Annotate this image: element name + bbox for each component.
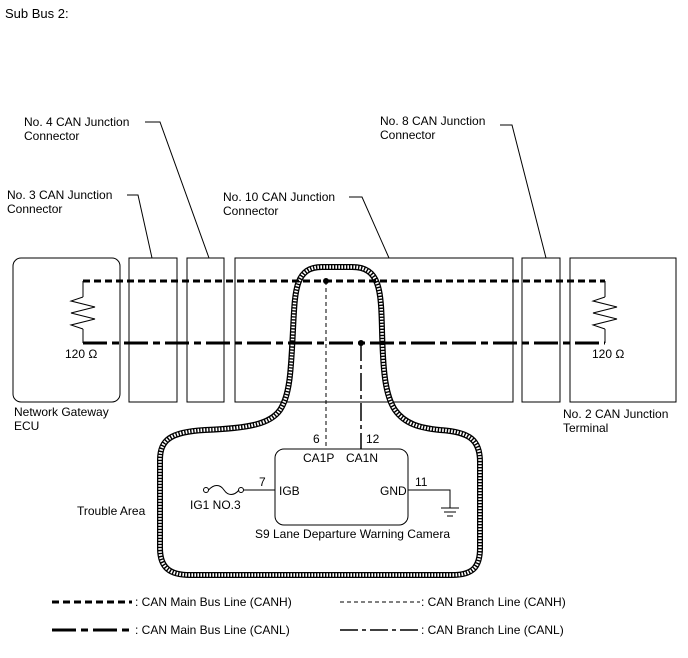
pin-ca1p-label: CA1P xyxy=(303,451,334,465)
legend-main-canh-label: : CAN Main Bus Line (CANH) xyxy=(135,595,292,609)
jc4-label-line2: Connector xyxy=(24,129,79,143)
fuse-label: IG1 NO.3 xyxy=(190,498,241,512)
gateway-label-line1: Network Gateway xyxy=(14,405,109,419)
jc4-leader-line xyxy=(145,121,210,259)
pin-igb-number: 7 xyxy=(259,475,266,489)
legend-main-canl-label: : CAN Main Bus Line (CANL) xyxy=(135,623,290,637)
jc10-label-line1: No. 10 CAN Junction xyxy=(223,190,335,204)
fuse-icon xyxy=(203,485,244,495)
resistor-right xyxy=(591,281,618,343)
jc10-leader-line xyxy=(349,196,390,259)
pin-gnd-label: GND xyxy=(380,484,407,498)
jc3-label-line1: No. 3 CAN Junction xyxy=(7,188,112,202)
jc3-leader-line xyxy=(127,194,153,259)
legend-branch-canl-label: : CAN Branch Line (CANL) xyxy=(421,623,564,637)
legend-branch-canh-label: : CAN Branch Line (CANH) xyxy=(421,595,566,609)
jc3-label-line2: Connector xyxy=(7,202,62,216)
no2-junction-terminal-box xyxy=(569,257,677,403)
diagram-title: Sub Bus 2: xyxy=(5,6,69,21)
pin-gnd-number: 11 xyxy=(415,475,428,489)
network-gateway-ecu-box xyxy=(12,257,121,403)
camera-name: S9 Lane Departure Warning Camera xyxy=(255,527,450,541)
pin-igb-label: IGB xyxy=(279,484,300,498)
pin-ca1n-number: 12 xyxy=(366,432,380,446)
terminal-label-line1: No. 2 CAN Junction xyxy=(563,407,668,421)
pin-ca1n-label: CA1N xyxy=(346,451,378,465)
trouble-area-label: Trouble Area xyxy=(77,504,146,518)
trouble-area-outline xyxy=(157,264,483,578)
resistor-right-value: 120 Ω xyxy=(592,347,624,361)
gnd-wire xyxy=(408,489,451,508)
camera-box xyxy=(274,448,409,526)
ground-icon xyxy=(441,507,459,517)
resistor-left xyxy=(69,281,96,343)
gateway-label-line2: ECU xyxy=(14,419,39,433)
jc8-label-line1: No. 8 CAN Junction xyxy=(380,114,485,128)
jc10-label-line2: Connector xyxy=(223,204,278,218)
terminal-label-line2: Terminal xyxy=(563,421,608,435)
resistor-left-value: 120 Ω xyxy=(65,347,97,361)
jc8-label-line2: Connector xyxy=(380,128,435,142)
pin-ca1p-number: 6 xyxy=(313,432,320,446)
jc4-label-line1: No. 4 CAN Junction xyxy=(24,115,129,129)
jc8-leader-line xyxy=(500,124,547,259)
